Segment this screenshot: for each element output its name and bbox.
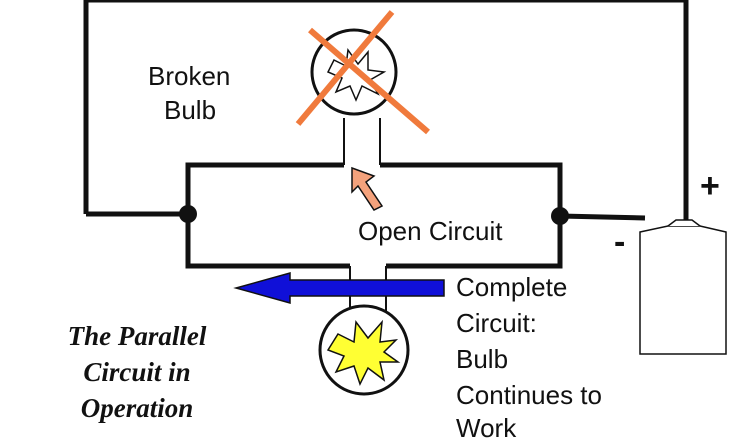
cross-line-2 <box>295 10 395 126</box>
left-junction-dot <box>179 205 197 223</box>
broken-bulb-label-line2: Bulb <box>164 95 217 125</box>
battery-terminal <box>667 219 701 227</box>
right-junction-wire <box>559 213 646 221</box>
outer-wire <box>83 0 689 226</box>
complete-circuit-label-line4: Continues to <box>456 380 602 410</box>
cross-line-1 <box>308 27 430 135</box>
right-junction-dot <box>551 207 569 225</box>
battery-negative-sign: - <box>614 223 626 261</box>
open-circuit-label: Open Circuit <box>358 216 503 246</box>
current-flow-arrow <box>233 272 445 304</box>
parallel-circuit-diagram <box>83 0 727 396</box>
complete-circuit-label-line1: Complete <box>456 272 568 302</box>
working-bulb-starburst <box>326 319 401 386</box>
complete-circuit-label-line2: Circuit: <box>456 308 537 338</box>
battery-positive-sign: + <box>700 167 720 205</box>
title-line2: Circuit in <box>83 357 191 387</box>
broken-bulb-label-line1: Broken <box>148 61 231 91</box>
title-line1: The Parallel <box>67 321 207 351</box>
battery <box>639 225 727 355</box>
open-circuit-arrow <box>351 166 384 211</box>
complete-circuit-label-line3: Bulb <box>456 344 509 374</box>
complete-circuit-label-line5: Work <box>456 413 517 443</box>
diagram-title: The Parallel Circuit in Operation <box>22 318 252 426</box>
title-line3: Operation <box>80 393 194 423</box>
